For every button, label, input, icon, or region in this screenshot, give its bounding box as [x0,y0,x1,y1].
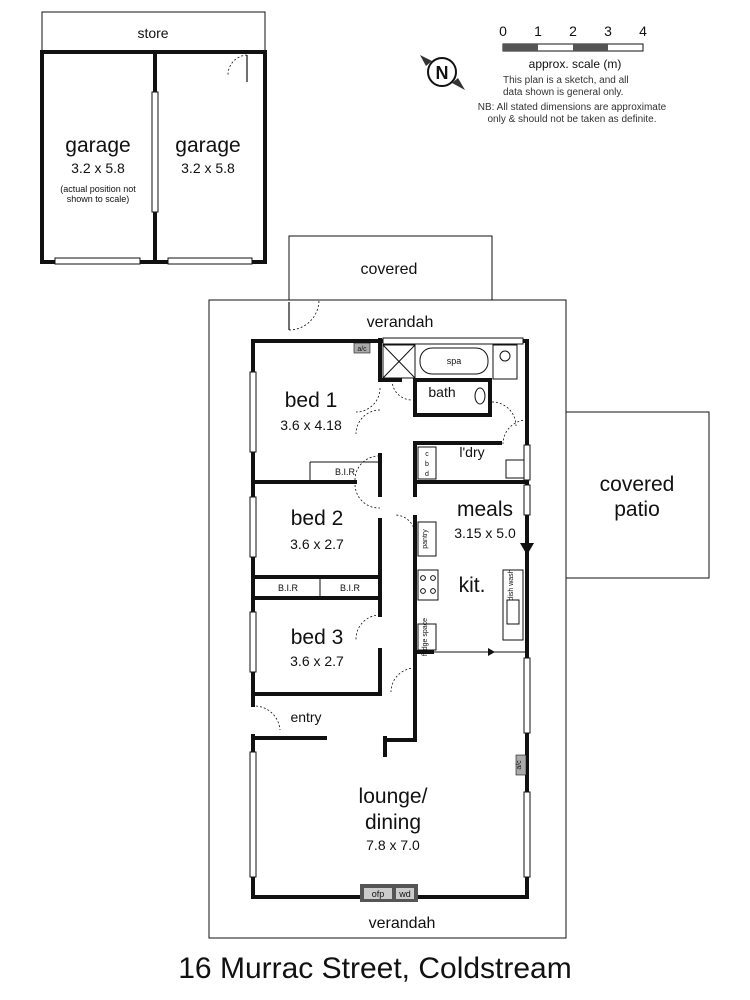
bed1-label: bed 1 [285,389,338,412]
bir-bed1: B.I.R [335,467,356,477]
verandah-top-label: verandah [367,314,434,331]
cbd-b: b [425,461,429,468]
cbd-c: c [425,451,429,458]
windows [249,337,531,878]
compass-icon: N [420,55,465,90]
covered-patio-label-1: covered [600,473,675,496]
fridge-label: fridge space [422,618,429,656]
pantry-label: pantry [422,529,429,549]
covered-label: covered [361,261,418,278]
bed2-label: bed 2 [291,507,344,530]
ac-top-label: a/c [357,346,367,353]
garage1-note-1: (actual position not [60,184,136,194]
bed2-dims: 3.6 x 2.7 [290,536,344,552]
garage2-dims: 3.2 x 5.8 [181,160,235,176]
spa-label: spa [447,356,462,366]
meals-label: meals [457,498,513,521]
laundry-label: l'dry [459,444,484,460]
store-label: store [137,25,168,41]
bir-bed3: B.I.R [340,583,361,593]
doors [255,299,528,731]
outdoor-areas: covered verandah covered patio verandah [208,235,710,939]
compass-letter: N [436,63,449,83]
room-labels: bed 1 3.6 x 4.18 bed 2 3.6 x 2.7 bed 3 3… [280,384,516,853]
meals-dims: 3.15 x 5.0 [454,525,516,541]
garage2-label: garage [175,134,240,157]
property-address: 16 Murrac Street, Coldstream [178,952,572,985]
dishwasher-label: dish wash [508,569,515,600]
bathroom-fixtures: a/c spa c b d [353,342,525,480]
scale-tick-0: 0 [499,23,507,39]
garage-block: store garage 3.2 x 5.8 (actual position … [40,11,267,265]
entry-label: entry [290,709,321,725]
garage1-label: garage [65,134,130,157]
scale-tick-3: 3 [604,23,612,39]
ofp-label: ofp [372,889,385,899]
wd-label: wd [398,889,411,899]
garage1-note-2: shown to scale) [67,194,130,204]
scale-note-2: data shown is general only. [503,87,623,98]
lounge-label-2: dining [365,811,421,834]
scale-nb-1: NB: All stated dimensions are approximat… [478,102,667,113]
scale-tick-1: 1 [534,23,542,39]
lounge-dims: 7.8 x 7.0 [366,837,420,853]
lounge-label-1: lounge/ [359,785,428,808]
bed3-dims: 3.6 x 2.7 [290,653,344,669]
bed1-dims: 3.6 x 4.18 [280,417,342,433]
scale-tick-2: 2 [569,23,577,39]
kitchen-fixtures: pantry fridge space dish wash a/c [417,521,527,776]
kitchen-label: kit. [459,574,486,597]
bath-label: bath [428,384,455,400]
covered-patio-label-2: patio [614,498,660,521]
bed3-label: bed 3 [291,626,344,649]
ac-lounge-label: a/c [516,760,523,770]
scale-bar: 0 1 2 3 4 approx. scale (m) This plan is… [478,23,667,125]
scale-note-1: This plan is a sketch, and all [503,75,629,86]
verandah-bottom-label: verandah [369,915,436,932]
scale-heading: approx. scale (m) [529,57,622,71]
bir-bed2: B.I.R [278,583,299,593]
scale-tick-4: 4 [639,23,647,39]
cbd-d: d [425,471,429,478]
fireplace: ofp wd [360,884,418,902]
garage1-dims: 3.2 x 5.8 [71,160,125,176]
scale-nb-2: only & should not be taken as definite. [487,114,656,125]
